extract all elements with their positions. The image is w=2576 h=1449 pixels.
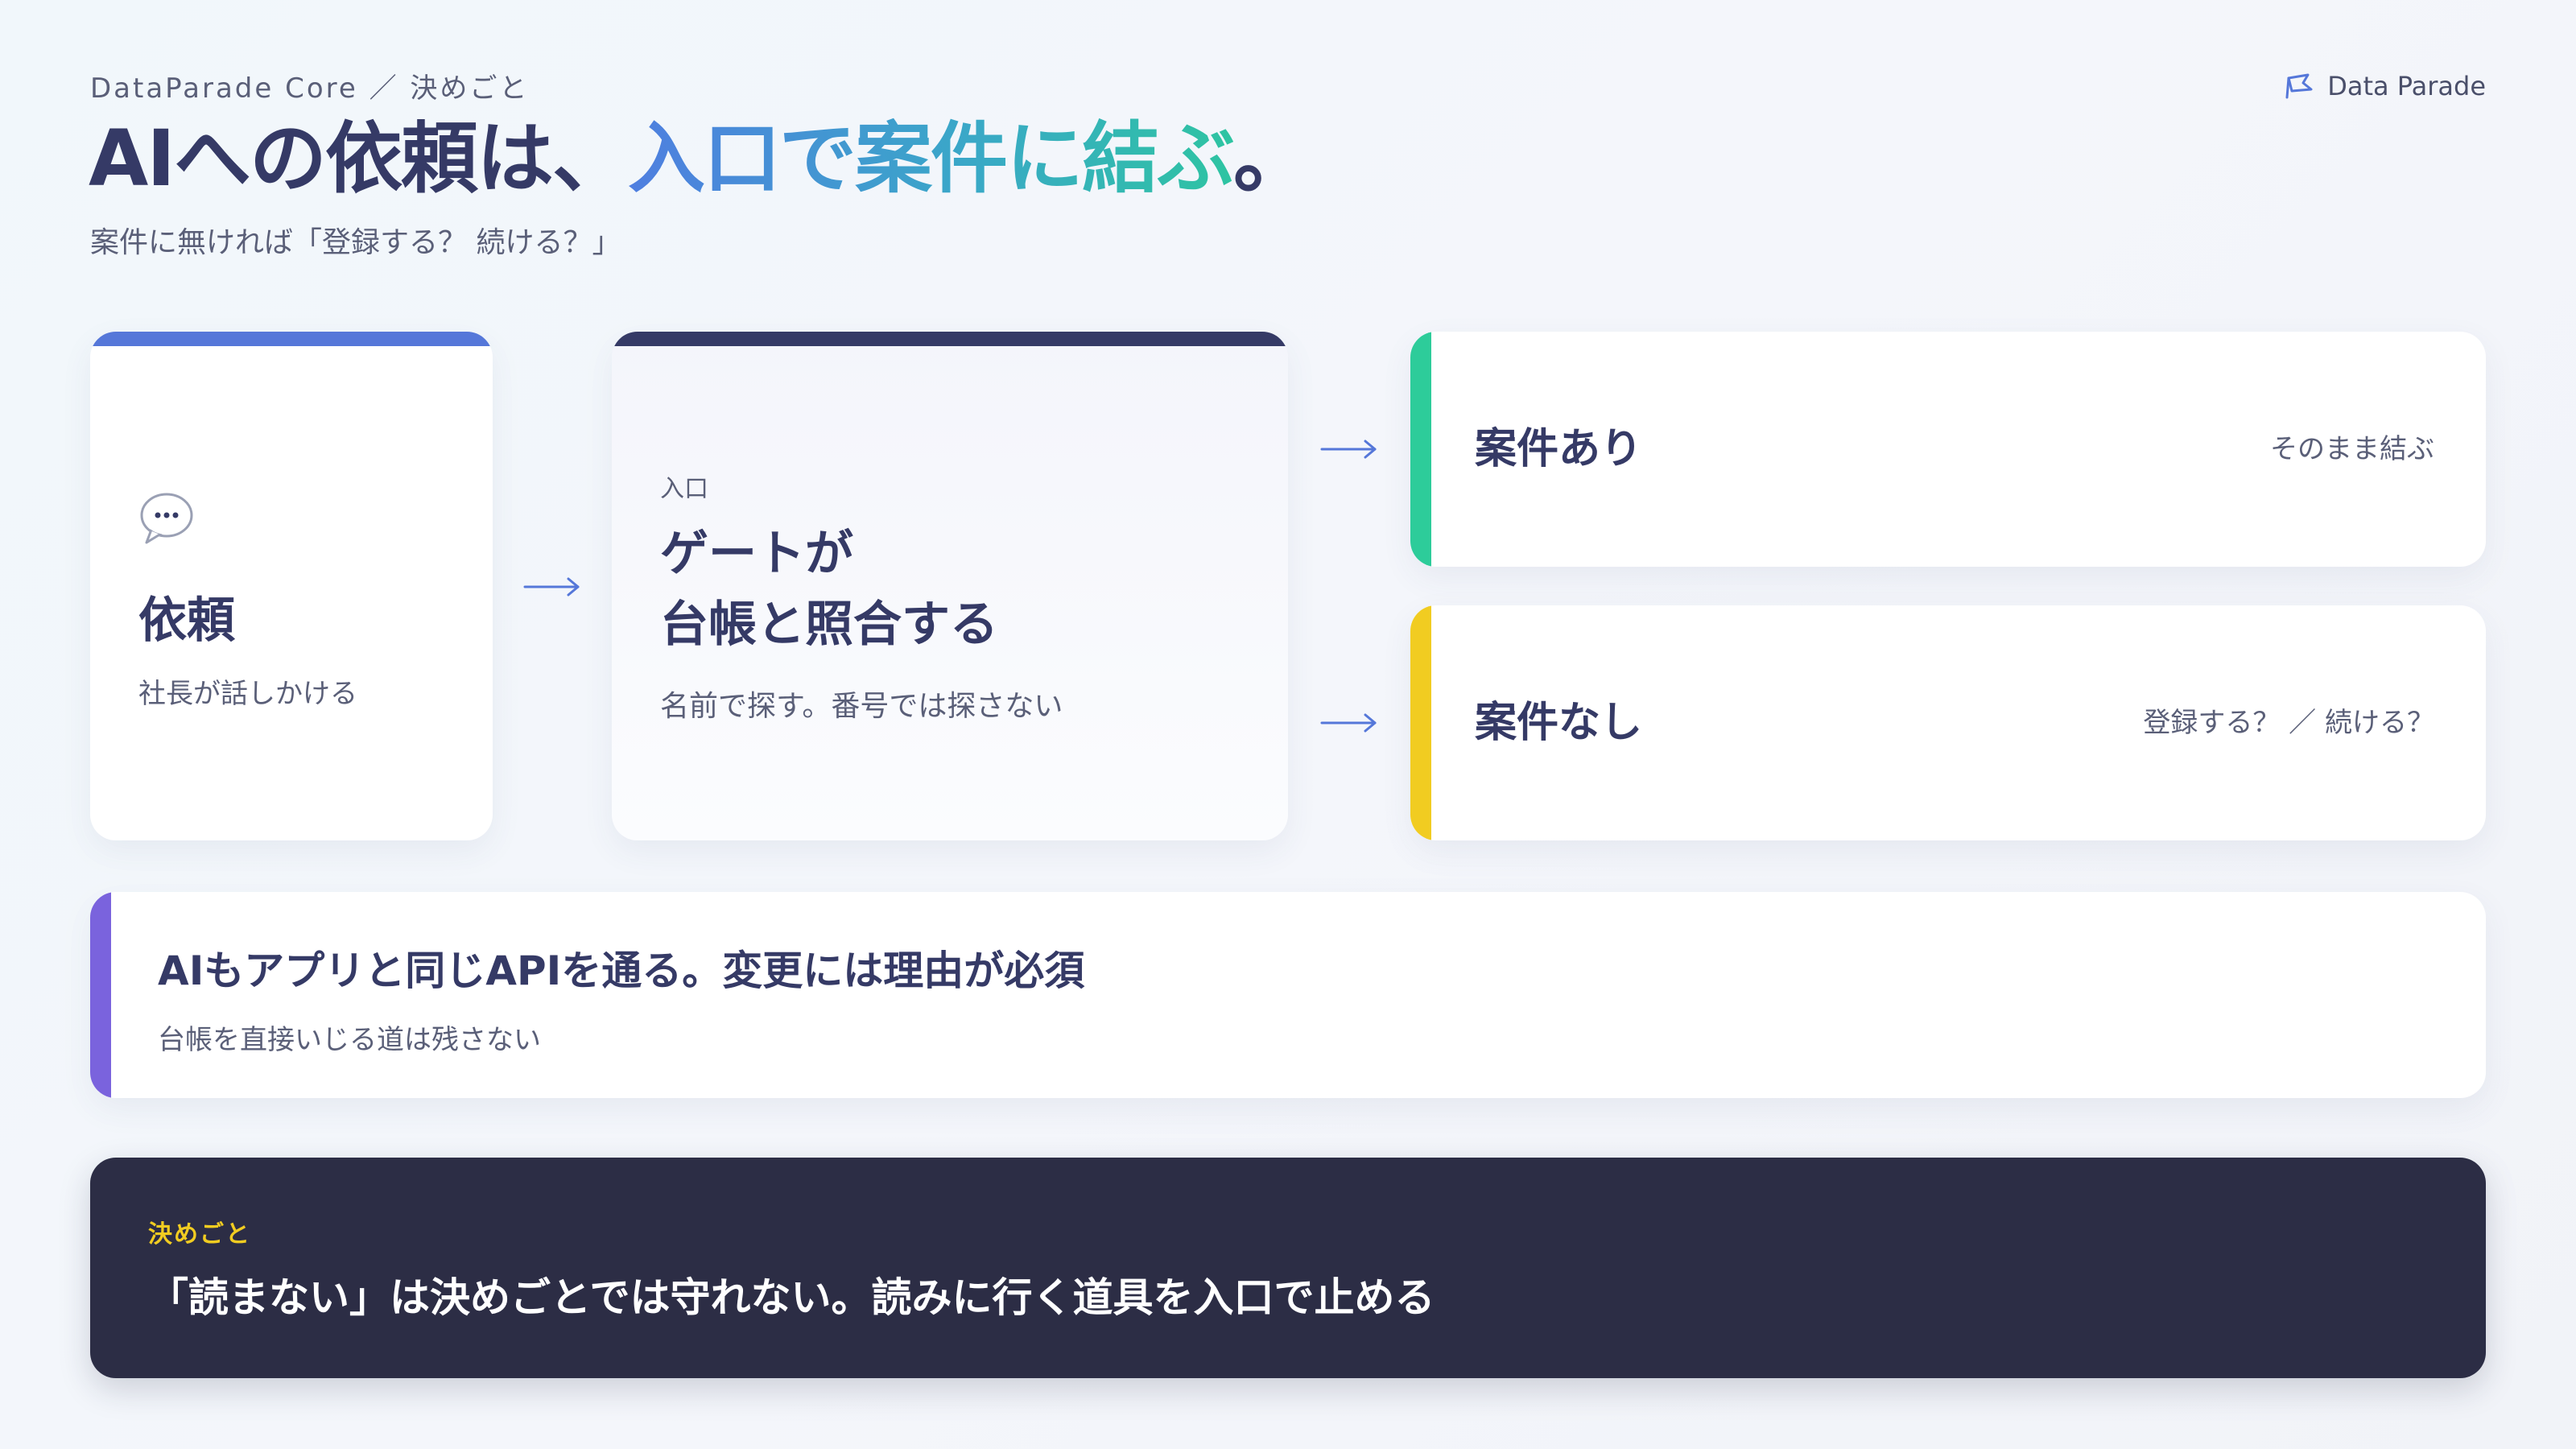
- speech-bubble-icon: [140, 493, 193, 544]
- title-part-1: AIへの依頼は、: [89, 114, 630, 204]
- arrow-right-icon: [1320, 440, 1377, 459]
- rule-subtitle: 台帳を直接いじる道は残さない: [158, 1024, 541, 1056]
- rule-card: AIもアプリと同じAPIを通る。変更には理由が必須 台帳を直接いじる道は残さない: [90, 892, 2486, 1098]
- gate-title: ゲートが 台帳と照合する: [660, 518, 998, 660]
- gate-label: 入口: [660, 475, 708, 503]
- gate-title-line-2: 台帳と照合する: [660, 597, 998, 653]
- rule-title: AIもアプリと同じAPIを通る。変更には理由が必須: [158, 947, 1085, 994]
- gate-title-line-1: ゲートが: [660, 526, 853, 582]
- status-bar-green: [1410, 332, 1431, 567]
- parade-flag-icon: [2285, 73, 2313, 99]
- title-accent: 入口で案件に結ぶ: [628, 114, 1235, 204]
- page-subtitle: 案件に無ければ「登録する？ 続ける？」: [90, 226, 621, 259]
- arrow-right-icon: [1320, 713, 1377, 733]
- brand-name: Data Parade: [2327, 71, 2486, 101]
- request-subtitle: 社長が話しかける: [138, 678, 357, 710]
- request-title: 依頼: [138, 592, 235, 649]
- outcome-card-no-match: 案件なし 登録する？ ／ 続ける？: [1410, 605, 2486, 840]
- request-card: 依頼 社長が話しかける: [90, 332, 493, 840]
- outcome-card-match: 案件あり そのまま結ぶ: [1410, 332, 2486, 567]
- decision-label: 決めごと: [148, 1220, 251, 1249]
- decision-panel: 決めごと 「読まない」は決めごとでは守れない。読みに行く道具を入口で止める: [90, 1158, 2486, 1378]
- outcome-title: 案件あり: [1475, 425, 1643, 473]
- gate-card: 入口 ゲートが 台帳と照合する 名前で探す。番号では探さない: [612, 332, 1288, 840]
- status-bar-yellow: [1410, 605, 1431, 840]
- outcome-note: 登録する？ ／ 続ける？: [2143, 707, 2434, 739]
- brand-logo[interactable]: Data Parade: [2284, 71, 2486, 101]
- breadcrumb: DataParade Core ／ 決めごと: [90, 72, 530, 105]
- outcome-title: 案件なし: [1475, 699, 1643, 747]
- status-bar-purple: [90, 892, 111, 1098]
- page-title: AIへの依頼は、入口で案件に結ぶ。: [89, 113, 1311, 205]
- title-part-3: 。: [1233, 114, 1311, 204]
- gate-subtitle: 名前で探す。番号では探さない: [660, 690, 1063, 723]
- decision-text: 「読まない」は決めごとでは守れない。読みに行く道具を入口で止める: [148, 1274, 1435, 1321]
- outcome-note: そのまま結ぶ: [2270, 433, 2434, 465]
- arrow-right-icon: [523, 577, 580, 597]
